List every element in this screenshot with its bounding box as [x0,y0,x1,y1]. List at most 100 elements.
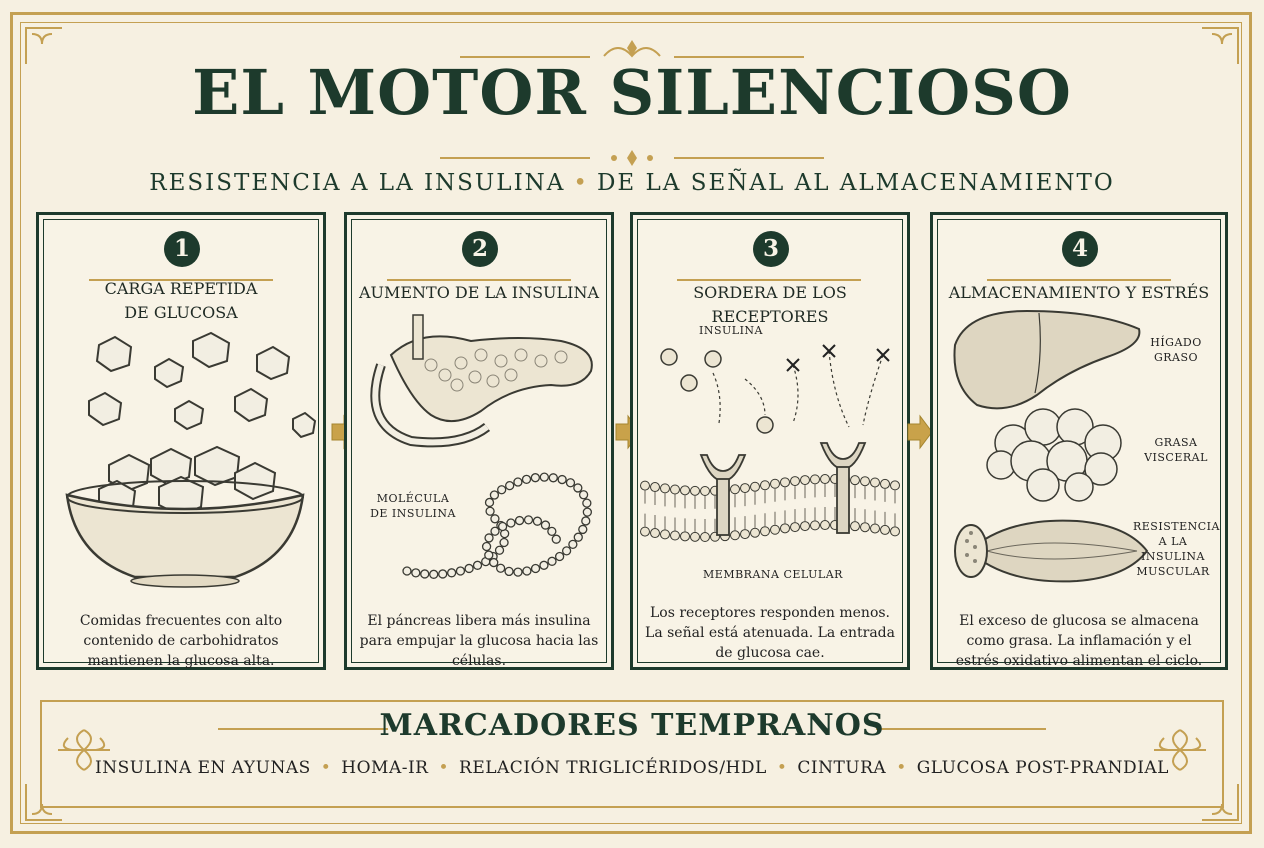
insulin-bead [438,569,448,579]
insulin-bead [490,514,500,524]
panel-3-title: SORDERA DE LOS RECEPTORES [693,283,847,326]
insulin-bead [485,506,495,516]
insulin-label: INSULINA [699,324,763,337]
insulin-bead [506,518,516,528]
insulin-bead [578,524,588,535]
marker-item: HOMA-IR [341,758,429,778]
insulin-bead [551,534,561,544]
inner-frame [20,22,1242,824]
marker-separator: • [320,758,332,778]
lipid-head [850,475,860,486]
insulin-bead [490,526,500,536]
molecule-label: MOLÉCULA DE INSULINA [370,492,456,520]
muscle-icon [954,519,1149,583]
insulin-bead [420,569,430,579]
lipid-head [670,530,680,541]
lipid-head [650,528,660,539]
panel-2-number: 2 [462,231,498,267]
panel-1: 1 CARGA REPETIDA DE GLUCOSA [36,212,326,670]
lipid-head [770,524,780,535]
marker-separator: • [438,758,450,778]
insulin-molecule-chain-icon [402,472,593,579]
insulin-bead [484,497,495,508]
insulin-bead [514,515,525,526]
lipid-head [740,483,750,494]
bowl-icon [65,445,305,588]
flourish-left-icon [58,729,110,771]
lipid-head [890,526,900,537]
lipid-head [690,485,700,496]
insulin-bead [495,563,506,573]
lipid-head [760,480,770,491]
marker-item: RELACIÓN TRIGLICÉRIDOS/HDL [459,758,767,778]
sugar-cubes-icon [88,331,317,439]
lipid-head [640,526,650,537]
lipid-head [780,523,790,534]
lipid-head [800,521,810,532]
panel-1-description: Comidas frecuentes con alto contenido de… [79,613,283,669]
lipid-head [650,482,660,493]
lipid-head [810,474,820,485]
lipid-head [750,481,760,492]
lipid-head [640,480,650,491]
insulin-bead [494,545,505,555]
insulin-bead [429,569,439,579]
insulin-bead [578,490,589,500]
insulin-bead [521,474,532,484]
cell-membrane-icon [640,442,900,542]
corner-ornament-top-left [25,27,62,64]
insulin-bead [464,563,474,574]
panel-2-title: AUMENTO DE LA INSULINA [358,283,600,302]
subtitle-separator: • [573,170,589,196]
markers-list: INSULINA EN AYUNAS•HOMA-IR•RELACIÓN TRIG… [0,758,1264,778]
lipid-head [880,524,890,535]
lipid-head [660,529,670,540]
subtitle-right: DE LA SEÑAL AL ALMACENAMIENTO [596,170,1115,196]
liver-icon [953,309,1141,410]
arrow-3-icon [907,414,933,450]
marker-item: GLUCOSA POST-PRANDIAL [916,758,1169,778]
insulin-bead [573,483,583,493]
insulin-bead [411,568,421,578]
markers-box [40,700,1224,808]
visceral-fat-icon [986,408,1122,502]
insulin-bead [540,520,551,530]
insulin-bead [561,546,572,556]
subtitle-left: RESISTENCIA A LA INSULINA [149,170,566,196]
insulin-bead [505,480,515,491]
lipid-head [850,521,860,532]
corner-ornament-top-right [1202,27,1239,64]
insulin-bead [557,474,567,485]
lipid-head [680,485,690,496]
insulin-bead [522,566,532,576]
lipid-head [760,526,770,537]
panel-4-number: 4 [1062,231,1098,267]
insulin-bead [568,539,578,550]
membrane-label: MEMBRANA CELULAR [703,568,843,581]
panel-3: 3 SORDERA DE LOS RECEPTORES INSULINA [630,212,910,670]
panel-3-divider [677,279,861,281]
page-title: EL MOTOR SILENCIOSO [192,56,1072,129]
lipid-head [890,480,900,491]
lipid-head [790,476,800,487]
lipid-head [860,522,870,533]
corner-ornament-bottom-left [25,784,62,821]
insulin-bead [489,557,499,568]
panel-3-description: Los receptores responden menos. La señal… [645,605,895,661]
lipid-head [740,529,750,540]
insulin-bead [582,498,592,508]
fat-label: GRASA VISCERAL [1144,436,1208,464]
pancreas-icon [370,314,593,448]
lipid-head [860,476,870,487]
insulin-bead [523,515,534,525]
panel-1-title: CARGA REPETIDA DE GLUCOSA [104,279,258,322]
title-ornament-line-left [440,157,590,159]
insulin-bead [530,473,540,483]
muscle-label: RESISTENCIA A LA INSULINA MUSCULAR [1133,520,1220,578]
top-ornament-line-right [674,56,804,58]
insulin-bead [573,532,583,542]
insulin-bead [547,526,557,537]
lipid-head [770,478,780,489]
insulin-bead [530,563,541,574]
